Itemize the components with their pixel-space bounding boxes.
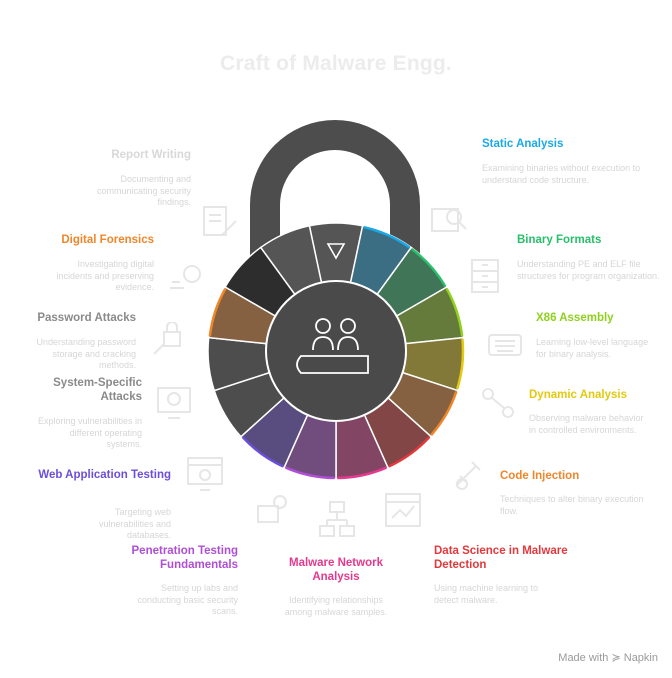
lock-hub [265,280,407,422]
seg-label-binary-formats: Binary Formats [517,234,602,246]
seg-label-penetration-testing: Penetration Testing Fundamentals [131,545,239,571]
monitor-bulb-icon [157,387,191,419]
seg-desc-dynamic-analysis: Observing malware behavior in controlled… [529,413,644,435]
segment-ring [207,222,465,480]
forensics-icon [170,265,201,289]
network-icon [319,501,355,537]
segment-accent-code-injection [430,391,458,436]
seg-label-malware-network: Malware Network Analysis [289,557,383,583]
seg-desc-code-injection: Techniques to alter binary execution flo… [500,494,644,516]
segment-accent-binary-formats [410,248,447,287]
seg-desc-web-app-testing: Targeting web vulnerabilities and databa… [98,507,171,540]
segment-accent-static-analysis [363,225,411,249]
seg-label-static-analysis: Static Analysis [482,138,564,150]
seg-desc-x86-assembly: Learning low-level language for binary a… [536,337,649,359]
seg-desc-system-specific: Exploring vulnerabilities in different o… [37,416,142,449]
padlock-shackle [250,120,420,260]
seg-label-report-writing: Report Writing [111,149,191,161]
seg-desc-report-writing: Documenting and communicating security f… [96,174,191,207]
cabinet-icon [471,259,499,293]
seg-desc-malware-network: Identifying relationships among malware … [284,595,388,617]
seg-label-web-app-testing: Web Application Testing [38,469,171,481]
report-icon [203,206,237,236]
segment-accent-data-science [388,436,431,468]
diagram-title: Craft of Malware Engg. [220,52,452,75]
lock-key-icon [153,322,181,355]
seg-label-system-specific: System-Specific Attacks [53,377,142,403]
seg-label-x86-assembly: X86 Assembly [536,312,614,324]
seg-label-password-attacks: Password Attacks [37,312,136,324]
syringe-icon [455,461,481,490]
seg-desc-digital-forensics: Investigating digital incidents and pres… [56,259,154,292]
magnifier-icon [431,208,467,232]
seg-desc-penetration-testing: Setting up labs and conducting basic sec… [137,583,238,616]
seg-desc-binary-formats: Understanding PE and ELF file structures… [517,259,660,281]
seg-label-data-science: Data Science in Malware Detection [434,545,568,571]
seg-desc-password-attacks: Understanding password storage and crack… [36,337,136,370]
seg-desc-static-analysis: Examining binaries without execution to … [482,163,641,185]
segment-accent-web-app-testing [241,436,284,468]
segment-accent-penetration-testing [285,466,335,480]
seg-label-dynamic-analysis: Dynamic Analysis [529,389,628,401]
web-window-icon [187,457,223,491]
chart-window-icon [385,493,421,527]
segment-accent-dynamic-analysis [455,338,465,390]
napkin-brand: Made with ≽ Napkin [558,652,658,664]
team-icon [296,318,369,374]
seg-label-digital-forensics: Digital Forensics [61,234,154,246]
segment-accent-malware-network [337,466,387,480]
seg-label-code-injection: Code Injection [500,470,580,482]
segment-accent-digital-forensics [208,288,227,337]
flow-icon [482,388,514,418]
segment-accent-x86-assembly [445,288,464,337]
pointer-triangle-icon [326,243,346,260]
keyboard-icon [488,334,522,356]
seg-desc-data-science: Using machine learning to detect malware… [434,583,539,605]
lab-icon [257,495,287,523]
